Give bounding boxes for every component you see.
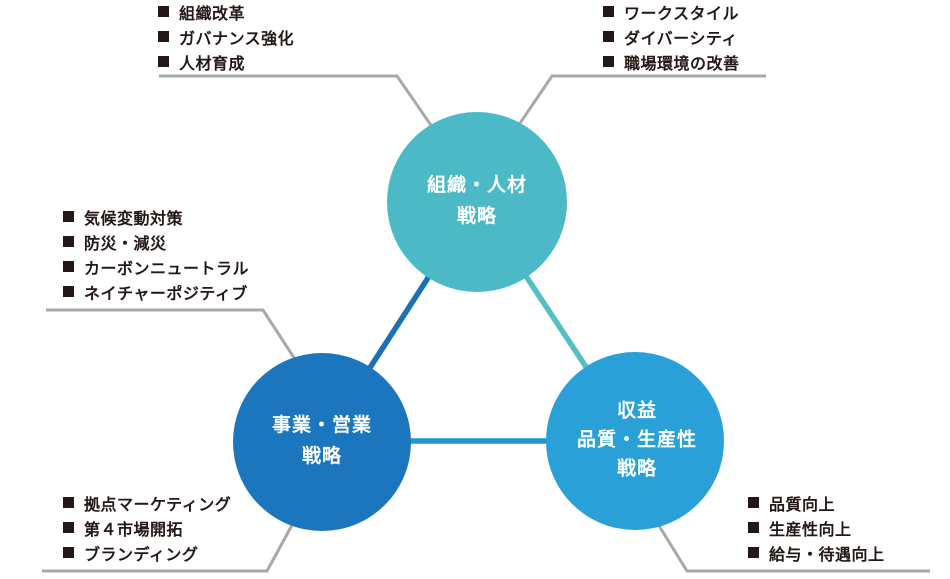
bullet-square-icon <box>748 522 759 533</box>
list-item-label: 品質向上 <box>769 494 836 514</box>
list-item-label: 拠点マーケティング <box>84 494 232 514</box>
list-bottom-right: 品質向上 生産性向上 給与・待遇向上 <box>748 490 885 565</box>
bullet-square-icon <box>158 31 169 42</box>
bullet-square-icon <box>63 286 74 297</box>
list-item-label: ブランディング <box>84 544 199 564</box>
bullet-square-icon <box>603 31 614 42</box>
list-item: 職場環境の改善 <box>603 49 740 74</box>
circle-label-line: 戦略 <box>616 457 658 480</box>
list-bottom-left: 拠点マーケティング 第４市場開拓 ブランディング <box>63 490 231 565</box>
list-item-label: 給与・待遇向上 <box>769 544 885 564</box>
list-item: 防災・減災 <box>63 229 249 254</box>
list-item-label: 組織改革 <box>179 3 246 23</box>
circle-profit-quality-productivity-strategy <box>546 352 724 530</box>
callout-line-mid-left <box>46 308 304 371</box>
list-item: 第４市場開拓 <box>63 515 231 540</box>
list-item-label: ガバナンス強化 <box>179 28 295 48</box>
list-top-right: ワークスタイル ダイバーシティ 職場環境の改善 <box>603 0 740 74</box>
bullet-square-icon <box>63 236 74 247</box>
list-item-label: 気候変動対策 <box>84 208 184 228</box>
list-item: ガバナンス強化 <box>158 24 294 49</box>
callout-line-top-left <box>159 74 448 148</box>
circle-label-profit-quality-productivity: 収益 品質・生産性 戦略 <box>577 397 697 484</box>
list-item: ワークスタイル <box>603 0 740 24</box>
bullet-square-icon <box>603 56 614 67</box>
list-item-label: 生産性向上 <box>769 519 852 539</box>
circle-label-line: 戦略 <box>301 445 343 467</box>
list-item: 品質向上 <box>748 490 885 515</box>
list-item: カーボンニュートラル <box>63 254 249 279</box>
circle-label-line: 事業・営業 <box>271 414 373 436</box>
list-item: ダイバーシティ <box>603 24 740 49</box>
bullet-square-icon <box>63 261 74 272</box>
bullet-square-icon <box>63 547 74 558</box>
circle-label-line: 戦略 <box>456 205 498 227</box>
list-item-label: カーボンニュートラル <box>84 258 250 278</box>
callout-line-top-right <box>508 74 766 139</box>
list-item-label: 職場環境の改善 <box>624 53 740 73</box>
circle-label-line: 組織・人材 <box>426 174 528 196</box>
bullet-square-icon <box>158 56 169 67</box>
list-top-left: 組織改革 ガバナンス強化 人材育成 <box>158 0 294 74</box>
circle-organization-hr-strategy <box>387 112 567 292</box>
list-item: 拠点マーケティング <box>63 490 231 515</box>
list-item-label: ネイチャーポジティブ <box>84 283 248 303</box>
list-item-label: 人材育成 <box>179 53 246 73</box>
list-item-label: 第４市場開拓 <box>84 519 184 539</box>
list-item: ネイチャーポジティブ <box>63 279 249 304</box>
bullet-square-icon <box>748 547 759 558</box>
list-item: ブランディング <box>63 540 231 565</box>
circle-label-line: 収益 <box>616 399 658 422</box>
callout-line-bottom-right <box>651 515 930 573</box>
bullet-square-icon <box>63 211 74 222</box>
bullet-square-icon <box>158 6 169 17</box>
list-item-label: ワークスタイル <box>624 3 740 23</box>
bullet-square-icon <box>603 6 614 17</box>
list-item: 組織改革 <box>158 0 294 24</box>
bullet-square-icon <box>748 497 759 508</box>
circle-label-business-sales: 事業・営業 戦略 <box>272 410 372 472</box>
bullet-square-icon <box>63 522 74 533</box>
list-item-label: 防災・減災 <box>84 233 167 253</box>
circle-label-organization-hr: 組織・人材 戦略 <box>427 170 527 232</box>
list-item-label: ダイバーシティ <box>624 28 738 48</box>
circle-label-line: 品質・生産性 <box>576 428 698 451</box>
bullet-square-icon <box>63 497 74 508</box>
list-item: 給与・待遇向上 <box>748 540 885 565</box>
list-item: 生産性向上 <box>748 515 885 540</box>
list-item: 気候変動対策 <box>63 204 249 229</box>
list-item: 人材育成 <box>158 49 294 74</box>
callout-line-bottom-left <box>42 515 299 573</box>
circle-business-sales-strategy <box>233 353 411 531</box>
list-mid-left: 気候変動対策 防災・減災 カーボンニュートラル ネイチャーポジティブ <box>63 204 249 304</box>
